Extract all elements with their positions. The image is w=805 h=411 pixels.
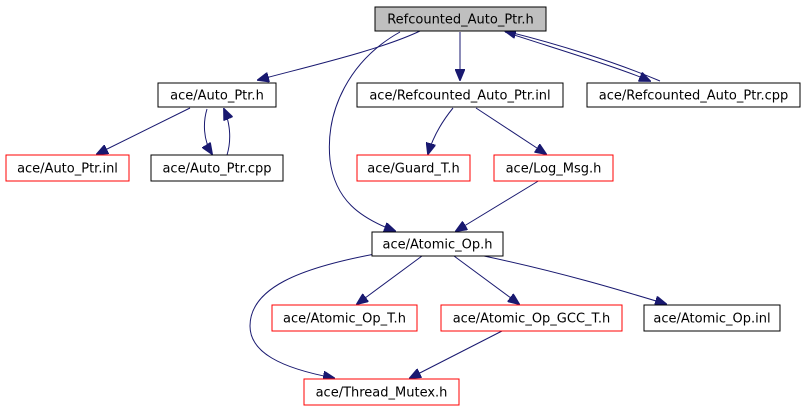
node-label: ace/Atomic_Op.inl	[653, 312, 770, 327]
node-label: ace/Auto_Ptr.cpp	[162, 162, 271, 177]
node-label: ace/Guard_T.h	[367, 162, 459, 177]
edge-refcounted-inl-to-guard-t	[428, 107, 454, 154]
edge-log-msg-to-atomic-op-h	[456, 179, 541, 231]
node-atomic-op-gcc-t-h[interactable]: ace/Atomic_Op_GCC_T.h	[440, 304, 623, 332]
edge-root-to-atomic-op-h	[328, 31, 401, 231]
edge-root-to-refcounted-cpp	[504, 31, 650, 81]
node-label: ace/Auto_Ptr.inl	[17, 162, 118, 177]
node-label: ace/Atomic_Op_GCC_T.h	[453, 312, 611, 327]
edge-atomic-op-h-to-atomic-op-inl	[483, 255, 666, 304]
node-refcounted-auto-ptr-h[interactable]: Refcounted_Auto_Ptr.h	[374, 6, 547, 32]
node-label: ace/Refcounted_Auto_Ptr.inl	[369, 89, 550, 104]
node-atomic-op-h[interactable]: ace/Atomic_Op.h	[371, 231, 504, 257]
node-atomic-op-inl[interactable]: ace/Atomic_Op.inl	[643, 304, 781, 332]
node-auto-ptr-inl[interactable]: ace/Auto_Ptr.inl	[5, 154, 130, 182]
node-label: ace/Atomic_Op_T.h	[283, 312, 406, 327]
node-refcounted-auto-ptr-inl[interactable]: ace/Refcounted_Auto_Ptr.inl	[356, 82, 564, 108]
node-atomic-op-t-h[interactable]: ace/Atomic_Op_T.h	[271, 304, 418, 332]
nodes: Refcounted_Auto_Ptr.h ace/Auto_Ptr.h ace…	[5, 6, 801, 406]
node-label: Refcounted_Auto_Ptr.h	[387, 13, 534, 28]
edge-auto-ptr-h-to-auto-ptr-cpp	[204, 108, 212, 154]
node-refcounted-auto-ptr-cpp[interactable]: ace/Refcounted_Auto_Ptr.cpp	[586, 82, 801, 108]
node-label: ace/Atomic_Op.h	[383, 238, 493, 253]
edge-auto-ptr-cpp-to-auto-ptr-h	[224, 109, 230, 156]
node-auto-ptr-h[interactable]: ace/Auto_Ptr.h	[157, 82, 277, 108]
node-label: ace/Thread_Mutex.h	[316, 386, 448, 401]
node-label: ace/Log_Msg.h	[506, 162, 602, 177]
edges	[97, 31, 666, 378]
edge-atomic-op-gcc-to-thread-mutex	[410, 330, 503, 378]
edge-atomic-op-h-to-atomic-op-gcc	[453, 255, 519, 304]
node-label: ace/Refcounted_Auto_Ptr.cpp	[599, 89, 789, 104]
edge-auto-ptr-h-to-auto-ptr-inl	[97, 107, 191, 154]
edge-atomic-op-h-to-atomic-op-t	[357, 255, 423, 304]
edge-atomic-op-h-to-thread-mutex	[249, 253, 376, 378]
edge-root-to-auto-ptr-h	[258, 30, 421, 80]
node-log-msg-h[interactable]: ace/Log_Msg.h	[493, 154, 614, 182]
edge-refcounted-inl-to-log-msg	[475, 107, 546, 154]
node-guard-t-h[interactable]: ace/Guard_T.h	[356, 154, 471, 182]
node-auto-ptr-cpp[interactable]: ace/Auto_Ptr.cpp	[150, 154, 284, 182]
node-thread-mutex-h[interactable]: ace/Thread_Mutex.h	[303, 378, 460, 406]
node-label: ace/Auto_Ptr.h	[170, 89, 264, 104]
edge-refcounted-cpp-to-root	[505, 31, 661, 82]
